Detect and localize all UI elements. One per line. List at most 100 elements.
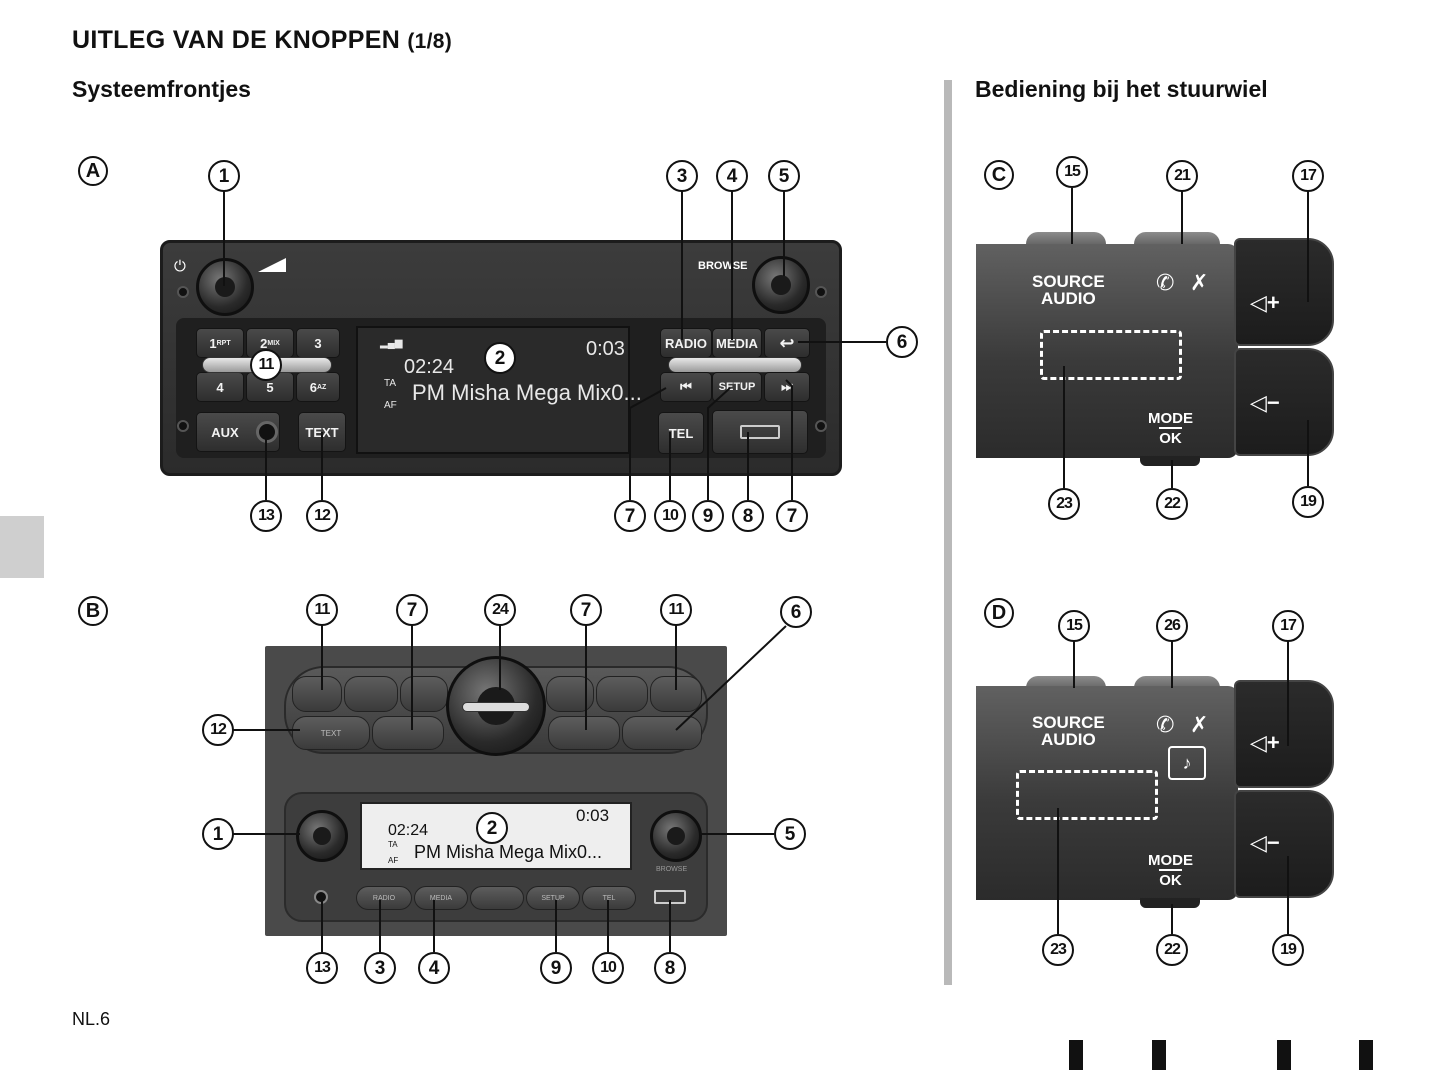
browse-label: BROWSE xyxy=(656,866,688,873)
page-number: NL.6 xyxy=(72,1009,111,1029)
aux-jack[interactable] xyxy=(314,890,328,904)
text-button[interactable]: TEXT xyxy=(292,716,370,750)
previous-button[interactable] xyxy=(372,716,444,750)
section-title-front-panels: Systeemfrontjes xyxy=(72,76,251,102)
callout-23: 23 xyxy=(1042,934,1074,966)
phone-pickup-icon: ✆ xyxy=(1156,270,1175,295)
preset-1-button[interactable] xyxy=(292,676,342,712)
preset-4-button[interactable]: 4 xyxy=(196,372,244,402)
browse-knob[interactable] xyxy=(650,810,702,862)
setup-button[interactable]: SETUP xyxy=(526,886,580,910)
usb-port[interactable] xyxy=(654,890,686,904)
callout-15: 15 xyxy=(1058,610,1090,642)
media-button[interactable]: MEDIA xyxy=(712,328,762,358)
media-button[interactable]: MEDIA xyxy=(414,886,468,910)
volume-up-icon: ◁+ xyxy=(1250,290,1280,315)
screw xyxy=(815,420,827,432)
scroll-zone[interactable] xyxy=(1016,770,1158,820)
previous-button[interactable]: ⏮ xyxy=(660,372,712,402)
back-button[interactable] xyxy=(622,716,702,750)
callout-5: 5 xyxy=(768,160,800,192)
browse-knob[interactable] xyxy=(752,256,810,314)
callout-11: 11 xyxy=(660,594,692,626)
callout-22: 22 xyxy=(1156,488,1188,520)
power-icon: ⏻ xyxy=(174,258,186,275)
radio-button[interactable]: RADIO xyxy=(356,886,412,910)
browse-label: BROWSE xyxy=(698,260,748,272)
screw xyxy=(815,286,827,298)
preset-3-button[interactable]: 3 xyxy=(296,328,340,358)
display-ta: TA xyxy=(384,378,397,389)
footer-mark xyxy=(1152,1040,1166,1070)
nav-bar xyxy=(668,357,802,373)
panel-letter-d: D xyxy=(984,598,1014,628)
volume-up-button[interactable] xyxy=(1234,238,1334,346)
setup-button[interactable]: SETUP xyxy=(712,372,762,402)
tel-button[interactable]: TEL xyxy=(658,412,704,454)
radio-button[interactable]: RADIO xyxy=(660,328,712,358)
callout-11: 11 xyxy=(306,594,338,626)
next-button[interactable] xyxy=(548,716,620,750)
callout-8: 8 xyxy=(732,500,764,532)
callout-22: 22 xyxy=(1156,934,1188,966)
callout-23: 23 xyxy=(1048,488,1080,520)
display-track: PM Misha Mega Mix0... xyxy=(412,380,642,405)
display-clock: 02:24 xyxy=(404,356,455,378)
volume-level-icon xyxy=(258,258,286,272)
next-button[interactable]: ⏭ xyxy=(764,372,810,402)
callout-3: 3 xyxy=(666,160,698,192)
callout-21: 21 xyxy=(1166,160,1198,192)
preset-3-button[interactable] xyxy=(400,676,448,712)
voice-command-icon[interactable]: ♪ xyxy=(1168,746,1206,780)
scroll-zone[interactable] xyxy=(1040,330,1182,380)
panel-letter-c: C xyxy=(984,160,1014,190)
preset-6-button[interactable] xyxy=(650,676,702,712)
callout-7: 7 xyxy=(396,594,428,626)
screw xyxy=(177,286,189,298)
text-button[interactable]: TEXT xyxy=(298,412,346,452)
preset-4-button[interactable] xyxy=(546,676,594,712)
display-elapsed: 0:03 xyxy=(586,338,625,360)
display-af: AF xyxy=(384,400,397,411)
callout-2: 2 xyxy=(484,342,516,374)
callout-10: 10 xyxy=(654,500,686,532)
page-title-text: UITLEG VAN DE KNOPPEN xyxy=(72,26,401,54)
callout-26: 26 xyxy=(1156,610,1188,642)
chapter-tab xyxy=(0,516,44,578)
display-af: AF xyxy=(388,856,399,865)
signal-icon: ▂▄▆ xyxy=(380,338,403,349)
volume-up-button[interactable] xyxy=(1234,680,1334,788)
screw xyxy=(177,420,189,432)
volume-knob[interactable] xyxy=(196,258,254,316)
mode-ok-wheel[interactable] xyxy=(1140,456,1200,466)
preset-2-button[interactable] xyxy=(344,676,398,712)
usb-port[interactable] xyxy=(712,410,808,454)
callout-12: 12 xyxy=(202,714,234,746)
mode-ok-wheel[interactable] xyxy=(1140,898,1200,908)
stalk-body xyxy=(976,686,1238,900)
display-track: PM Misha Mega Mix0... xyxy=(414,842,603,862)
callout-15: 15 xyxy=(1056,156,1088,188)
blank-button[interactable] xyxy=(470,886,524,910)
callout-6: 6 xyxy=(780,596,812,628)
phone-hangup-icon: ✗ xyxy=(1190,712,1209,737)
callout-17: 17 xyxy=(1272,610,1304,642)
display-ta: TA xyxy=(388,840,398,849)
volume-knob[interactable] xyxy=(296,810,348,862)
panel-letter-a: A xyxy=(78,156,108,186)
preset-5-button[interactable]: 5 xyxy=(246,372,294,402)
back-button[interactable]: ↩ xyxy=(764,328,810,358)
preset-5-button[interactable] xyxy=(596,676,648,712)
footer-mark xyxy=(1277,1040,1291,1070)
callout-24: 24 xyxy=(484,594,516,626)
panel-letter-b: B xyxy=(78,596,108,626)
volume-down-button[interactable] xyxy=(1234,790,1334,898)
volume-down-button[interactable] xyxy=(1234,348,1334,456)
tel-button[interactable]: TEL xyxy=(582,886,636,910)
aux-jack[interactable] xyxy=(256,421,278,443)
